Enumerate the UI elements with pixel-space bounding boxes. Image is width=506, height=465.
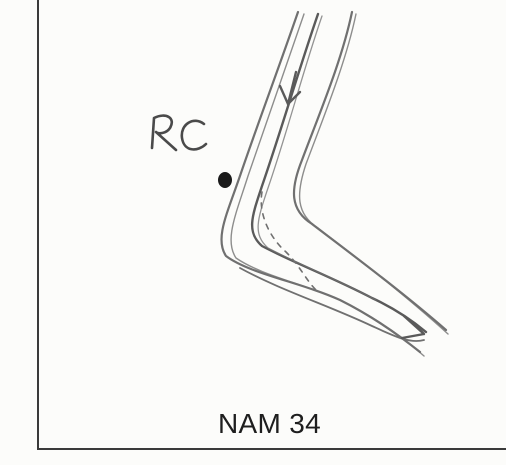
figure-caption: NAM 34: [218, 408, 358, 440]
inner-wall-stroke-2: [300, 14, 448, 334]
outer-wall-stroke-2: [231, 14, 424, 356]
inner-wall-stroke: [294, 12, 446, 330]
marker-label: RC: [146, 108, 216, 158]
center-channel-line-2: [258, 16, 376, 300]
outer-wall-stroke: [221, 12, 420, 352]
marker-dot: [218, 172, 232, 188]
